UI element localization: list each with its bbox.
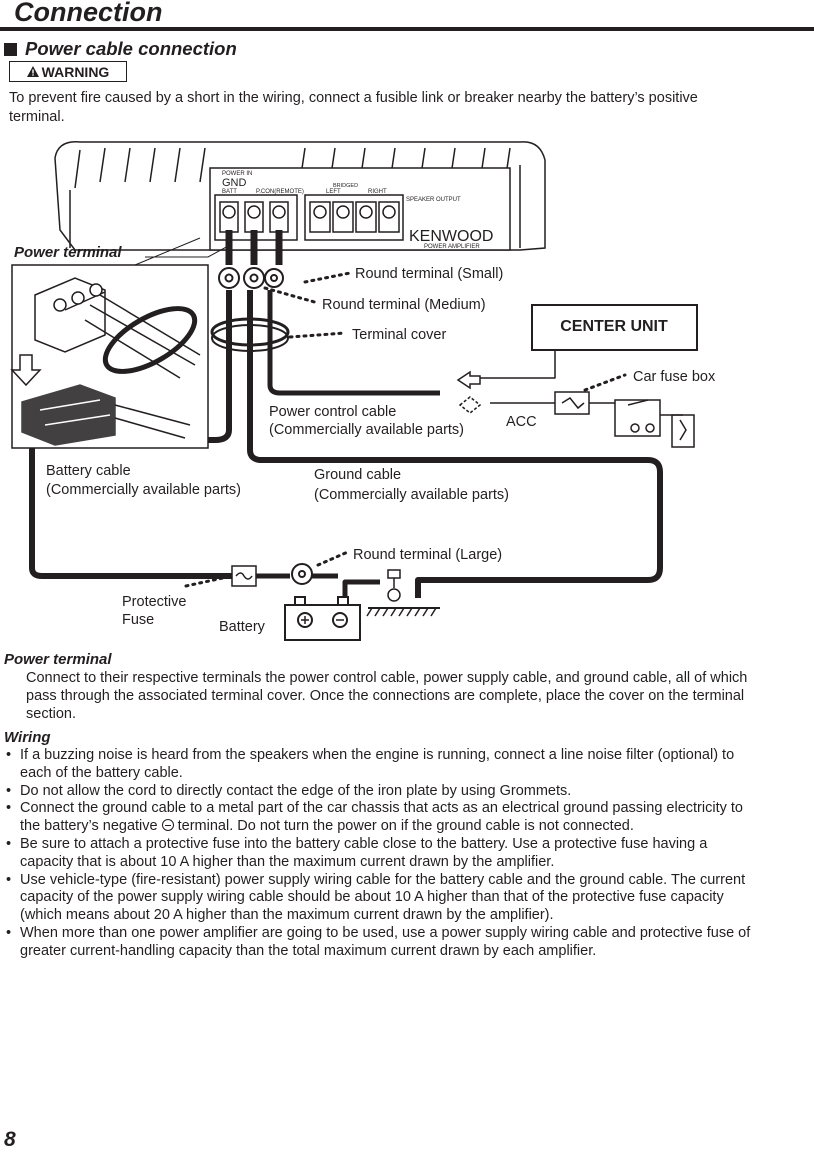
list-item: When more than one power amplifier are g… <box>4 925 756 961</box>
amp-model-label: POWER AMPLIFIER <box>424 244 480 250</box>
power-terminal-text: Connect to their respective terminals th… <box>26 670 748 722</box>
protective-fuse <box>231 565 257 587</box>
power-terminal-section: Power terminal Connect to their respecti… <box>4 651 754 723</box>
amp-cables <box>225 230 283 265</box>
amp-terminal-screws <box>219 201 400 233</box>
square-bullet-icon <box>4 42 17 56</box>
section-heading: Power cable connection <box>4 38 237 60</box>
center-unit-box <box>531 304 698 351</box>
battery-cable-sublabel: (Commercially available parts) <box>46 482 241 498</box>
ground-cable-label: Ground cable <box>314 467 401 483</box>
title-rule <box>0 27 814 31</box>
section-title: Power cable connection <box>25 38 237 59</box>
round-terminal-large-label: Round terminal (Large) <box>353 547 502 563</box>
power-control-cable-label: Power control cable <box>269 404 396 420</box>
amp-pcon-label: P.CON(REMOTE) <box>256 189 304 195</box>
amp-brand-logo: KENWOOD <box>409 228 493 245</box>
list-item: Use vehicle-type (fire-resistant) power … <box>4 872 756 925</box>
wiring-diagram: POWER IN GND BATT P.CON(REMOTE) BRIDGED … <box>10 141 716 641</box>
protective-fuse-sublabel: Fuse <box>122 612 154 628</box>
amp-power-in-label: POWER IN <box>222 171 252 177</box>
battery <box>284 596 361 641</box>
power-terminal-label: Power terminal <box>14 244 122 261</box>
terminal-cover-label: Terminal cover <box>352 327 446 343</box>
warning-triangle-icon <box>26 66 39 77</box>
center-unit-label: CENTER UNIT <box>560 318 668 335</box>
battery-label: Battery <box>219 619 266 635</box>
amp-left-label: LEFT <box>326 189 341 195</box>
leader-lines <box>184 271 627 588</box>
wiring-heading: Wiring <box>4 729 51 746</box>
amp-speaker-output-label: SPEAKER OUTPUT <box>406 197 461 203</box>
bullet-3-part-1: Connect the ground cable to a metal part… <box>20 800 743 835</box>
battery-cable-label: Battery cable <box>46 463 131 479</box>
minus-terminal-icon <box>161 819 174 832</box>
round-terminal-medium-label: Round terminal (Medium) <box>322 297 486 313</box>
amp-bridged-label: BRIDGED <box>333 183 358 189</box>
page-number: 8 <box>4 1128 16 1151</box>
amp-right-label: RIGHT <box>368 189 387 195</box>
power-terminal-heading: Power terminal <box>4 651 112 668</box>
car-fuse-box <box>490 391 695 448</box>
list-item: If a buzzing noise is heard from the spe… <box>4 747 756 783</box>
list-item: Do not allow the cord to directly contac… <box>4 783 756 801</box>
list-item: Connect the ground cable to a metal part… <box>4 800 756 836</box>
intro-text: To prevent fire caused by a short in the… <box>9 90 698 125</box>
protective-fuse-label: Protective <box>122 594 186 610</box>
wiring-section: Wiring If a buzzing noise is heard from … <box>4 729 756 961</box>
list-item: Be sure to attach a protective fuse into… <box>4 836 756 872</box>
round-terminal-small-label: Round terminal (Small) <box>355 266 503 282</box>
ground-cable-sublabel: (Commercially available parts) <box>314 487 509 503</box>
power-terminal-inset <box>10 237 231 449</box>
bullet-3-part-2: terminal. Do not turn the power on if th… <box>177 818 634 835</box>
ground-point <box>366 569 440 617</box>
power-control-cable-sublabel: (Commercially available parts) <box>269 422 464 438</box>
car-fuse-box-label: Car fuse box <box>633 369 716 385</box>
round-terminals <box>218 267 284 289</box>
page-title: Connection <box>14 0 163 27</box>
warning-label: WARNING <box>41 63 110 80</box>
warning-badge: WARNING <box>9 61 127 82</box>
acc-label: ACC <box>506 414 537 430</box>
amp-gnd-label: GND <box>222 177 247 189</box>
round-terminal-large <box>256 563 313 585</box>
wiring-list: If a buzzing noise is heard from the spe… <box>4 747 756 961</box>
amp-batt-label: BATT <box>222 189 237 195</box>
acc-connector <box>456 370 482 414</box>
